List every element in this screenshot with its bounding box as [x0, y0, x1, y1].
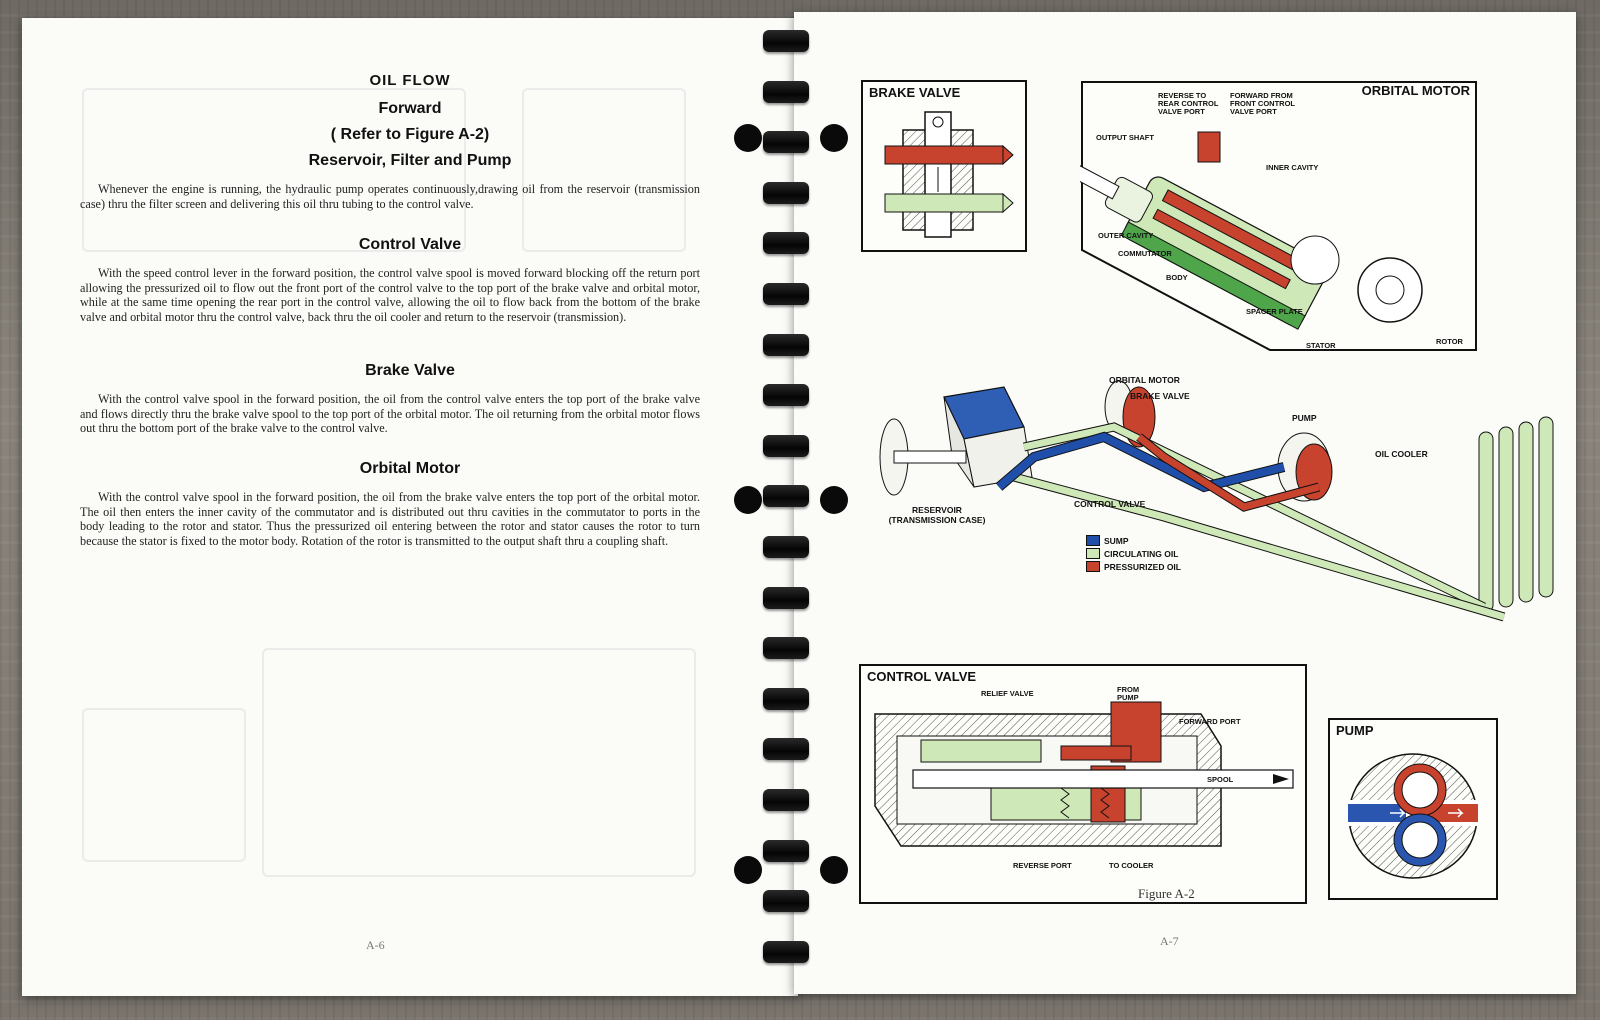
binding-ring — [763, 637, 809, 660]
orbital-motor-figure: ORBITAL MOTOR REVERSE TO REAR CONTROL VA… — [1080, 80, 1478, 352]
binding-ring — [763, 890, 809, 913]
binding-ring — [763, 232, 809, 255]
binding-ring — [763, 181, 809, 204]
binding-ring — [763, 485, 809, 508]
punch-hole — [734, 124, 762, 152]
label-body: BODY — [1166, 273, 1188, 282]
legend: SUMP CIRCULATING OIL PRESSURIZED OIL — [1086, 535, 1181, 574]
label-oil-cooler: OIL COOLER — [1375, 449, 1428, 459]
label-control-valve: CONTROL VALVE — [1074, 499, 1146, 509]
section-heading: Reservoir, Filter and Pump — [308, 152, 512, 169]
binding-ring — [763, 283, 809, 305]
bleed-through-figure — [262, 648, 696, 877]
spiral-binding — [734, 0, 850, 1020]
pump-drawing — [1348, 753, 1478, 879]
section-paragraph: With the control valve spool in the forw… — [80, 490, 700, 549]
legend-item: PRESSURIZED OIL — [1086, 561, 1181, 572]
label-forward-port: FORWARD FROM FRONT CONTROL VALVE PORT — [1230, 91, 1295, 116]
control-valve-figure: CONTROL VALVE RELIEF VALVE FROM PUMP FOR… — [859, 664, 1307, 904]
bleed-through-figure — [82, 708, 246, 862]
legend-label: CIRCULATING OIL — [1104, 548, 1179, 559]
punch-hole — [734, 856, 762, 884]
binding-ring — [763, 536, 809, 558]
page-title: OIL FLOW — [369, 72, 451, 89]
figure-title: BRAKE VALVE — [869, 85, 961, 100]
legend-item: CIRCULATING OIL — [1086, 548, 1181, 559]
binding-ring — [763, 687, 809, 710]
legend-item: SUMP — [1086, 535, 1181, 546]
brake-valve-drawing — [884, 111, 1014, 238]
section-paragraph: Whenever the engine is running, the hydr… — [80, 182, 700, 211]
label-rotor: ROTOR — [1436, 337, 1463, 346]
binding-ring — [763, 940, 809, 963]
page-number: A-7 — [1160, 934, 1179, 948]
bleed-through-figure — [522, 88, 686, 252]
legend-swatch-pressurized — [1086, 561, 1100, 572]
binding-ring — [763, 384, 809, 407]
label-commutator: COMMUTATOR — [1118, 249, 1172, 258]
label-reverse-port: REVERSE TO REAR CONTROL VALVE PORT — [1158, 91, 1219, 116]
binding-ring — [763, 333, 809, 356]
label-inner-cavity: INNER CAVITY — [1266, 163, 1319, 172]
punch-hole — [820, 856, 848, 884]
punch-hole — [820, 124, 848, 152]
section-heading: Control Valve — [358, 236, 462, 253]
label-spacer-plate: SPACER PLATE — [1246, 307, 1303, 316]
label-output-shaft: OUTPUT SHAFT — [1096, 133, 1154, 142]
binding-ring — [763, 30, 809, 52]
label-from-pump: FROM PUMP — [1117, 685, 1140, 702]
figure-title: CONTROL VALVE — [867, 669, 977, 684]
legend-label: PRESSURIZED OIL — [1104, 561, 1181, 572]
figure-caption: Figure A-2 — [1138, 886, 1195, 901]
system-drawing — [879, 380, 1554, 622]
label-spool: SPOOL — [1207, 775, 1234, 784]
figure-reference: ( Refer to Figure A-2) — [330, 126, 490, 143]
binding-ring — [763, 434, 809, 457]
label-relief-valve: RELIEF VALVE — [981, 689, 1034, 698]
section-paragraph: With the control valve spool in the forw… — [80, 392, 700, 436]
bleed-through-figure — [82, 88, 466, 252]
label-reservoir: RESERVOIR (TRANSMISSION CASE) — [888, 505, 986, 525]
page-number: A-6 — [366, 938, 385, 952]
punch-hole — [734, 486, 762, 514]
section-heading: Brake Valve — [365, 362, 455, 379]
binding-ring — [763, 586, 809, 609]
label-stator: STATOR — [1306, 341, 1336, 350]
orbital-motor-drawing — [1080, 81, 1477, 351]
label-reverse-port: REVERSE PORT — [1013, 861, 1072, 870]
binding-ring — [763, 839, 809, 862]
legend-label: SUMP — [1104, 535, 1129, 546]
label-orbital-motor: ORBITAL MOTOR — [1109, 375, 1180, 385]
label-to-cooler: TO COOLER — [1109, 861, 1154, 870]
label-forward-port: FORWARD PORT — [1179, 717, 1241, 726]
control-valve-drawing — [874, 701, 1294, 847]
punch-hole — [820, 486, 848, 514]
binding-ring — [763, 131, 809, 154]
section-heading: Orbital Motor — [359, 460, 461, 477]
section-paragraph: With the speed control lever in the forw… — [80, 266, 700, 325]
left-page: OIL FLOW Forward ( Refer to Figure A-2) … — [22, 18, 798, 996]
right-page: BRAKE VALVE — [794, 12, 1576, 994]
legend-swatch-sump — [1086, 535, 1100, 546]
figure-title: ORBITAL MOTOR — [1361, 83, 1470, 98]
binding-ring — [763, 80, 809, 103]
legend-swatch-circulating — [1086, 548, 1100, 559]
brake-valve-figure: BRAKE VALVE — [861, 80, 1027, 252]
binding-ring — [763, 789, 809, 811]
binding-ring — [763, 738, 809, 761]
label-outer-cavity: OUTER CAVITY — [1098, 231, 1154, 240]
label-pump: PUMP — [1292, 413, 1317, 423]
hydraulic-system-diagram: ORBITAL MOTOR BRAKE VALVE PUMP OIL COOLE… — [864, 367, 1554, 637]
pump-figure: PUMP — [1328, 718, 1498, 900]
label-brake-valve: BRAKE VALVE — [1130, 391, 1190, 401]
page-subtitle: Forward — [378, 100, 442, 117]
figure-title: PUMP — [1336, 723, 1374, 738]
